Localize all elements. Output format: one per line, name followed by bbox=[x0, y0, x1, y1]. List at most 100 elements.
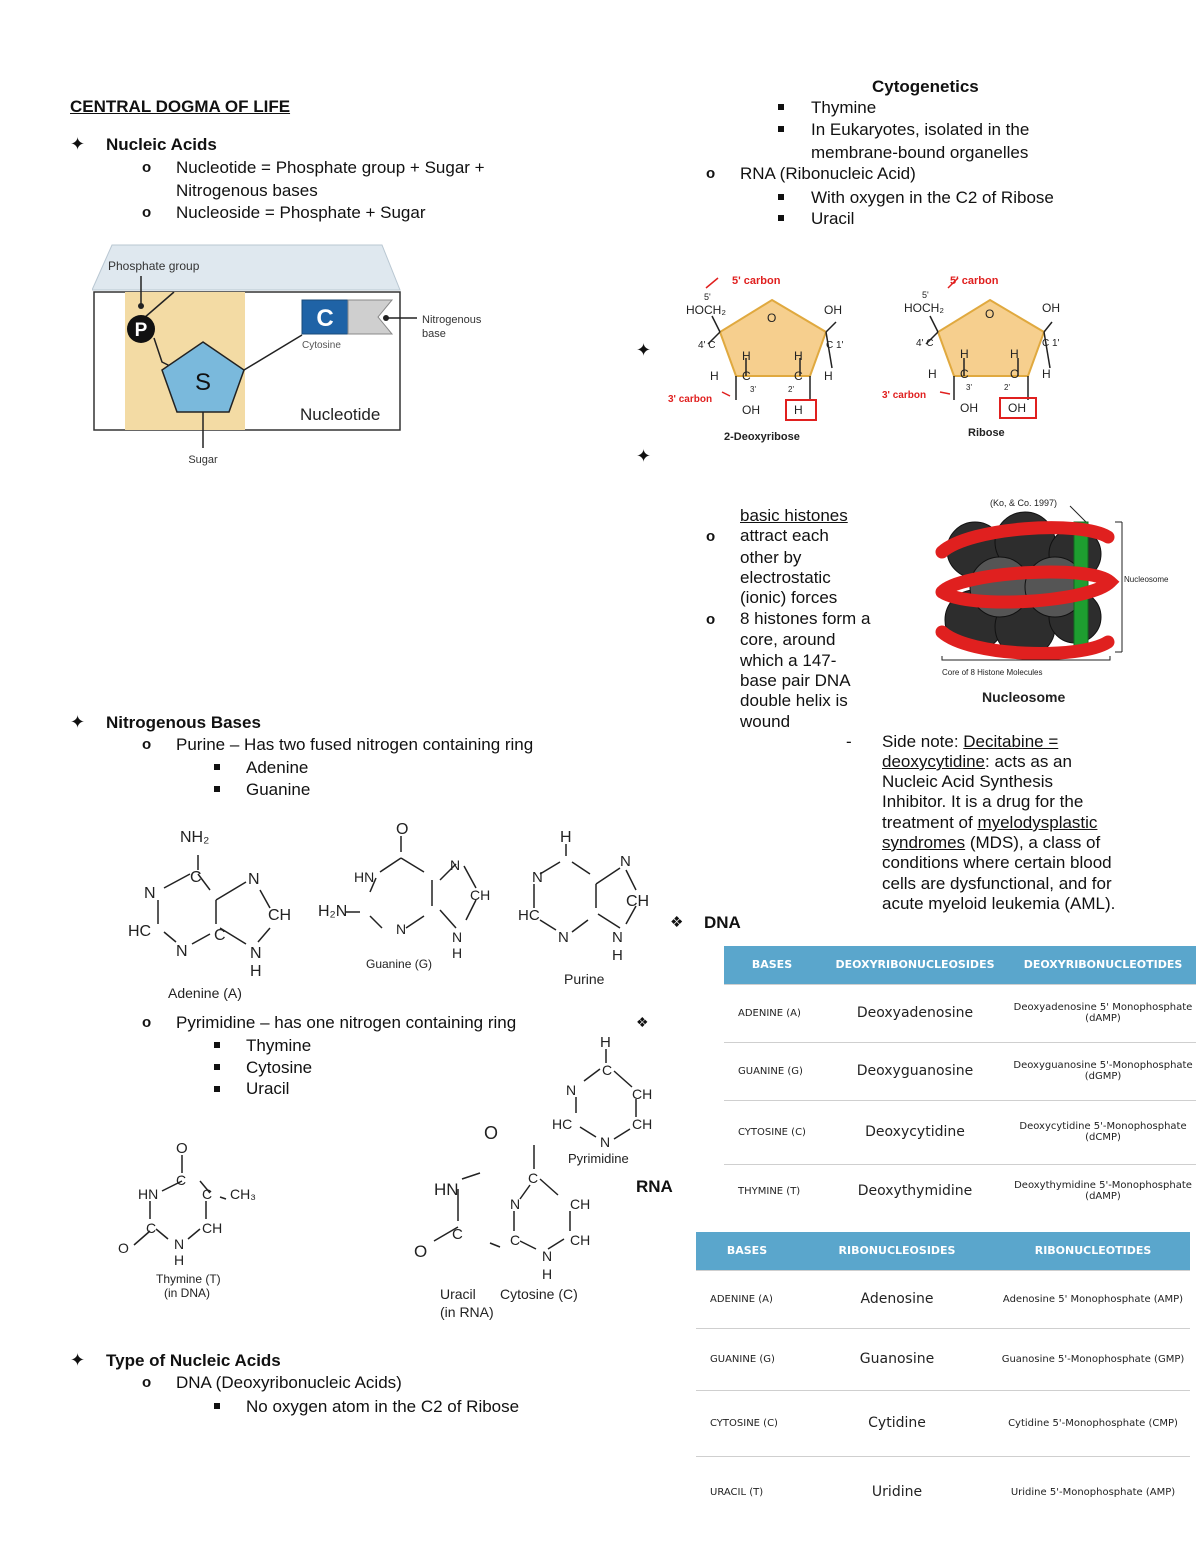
side-note-line-3: Nucleic Acid Synthesis bbox=[882, 772, 1054, 791]
atom-label: 4' C bbox=[916, 338, 933, 349]
atom-label: 2' bbox=[788, 385, 794, 394]
table-cell: URACIL (T) bbox=[696, 1455, 798, 1528]
side-note-line-6: syndromes (MDS), a class of bbox=[882, 833, 1101, 852]
atom-label: H bbox=[794, 349, 803, 363]
atom-label: N bbox=[396, 921, 406, 937]
square-bullet-icon bbox=[778, 215, 784, 221]
atom-label: OH bbox=[1042, 301, 1060, 315]
atom-label: N bbox=[566, 1082, 576, 1098]
basic-histones-label: basic histones bbox=[740, 506, 848, 525]
atom-label: N bbox=[620, 853, 631, 870]
atom-label: N bbox=[144, 885, 156, 902]
p-label: P bbox=[135, 320, 148, 341]
no-oxygen-item: No oxygen atom in the C2 of Ribose bbox=[246, 1397, 520, 1416]
atom-label: HN bbox=[434, 1180, 459, 1199]
circle-bullet-icon: o bbox=[706, 528, 716, 545]
deoxyribose-h-box bbox=[785, 399, 817, 421]
table-cell: Deoxyadenosine 5' Monophosphate (dAMP) bbox=[1010, 983, 1196, 1042]
s-label: S bbox=[195, 369, 211, 396]
ribose-label: Ribose bbox=[968, 427, 1005, 439]
nitrogenous-base-label: Nitrogenous bbox=[422, 314, 482, 326]
atom-label: N bbox=[174, 1236, 184, 1252]
thymine-item: Thymine bbox=[246, 1036, 312, 1055]
atom-label: C bbox=[202, 1186, 212, 1202]
histones-core-line: double helix is bbox=[740, 691, 848, 710]
atom-label: H bbox=[928, 367, 937, 381]
atom-label: C bbox=[742, 369, 751, 383]
diamond-bullet-icon: ✦ bbox=[70, 712, 86, 732]
uracil-structure-label: Uracil bbox=[440, 1286, 476, 1302]
atom-label: H bbox=[612, 947, 623, 964]
atom-label: N bbox=[542, 1248, 552, 1264]
phosphate-circle bbox=[127, 315, 155, 343]
table-cell: CYTOSINE (C) bbox=[724, 1099, 820, 1164]
cytosine-structure-label: Cytosine (C) bbox=[500, 1286, 578, 1302]
pyrimidine-definition: Pyrimidine – has one nitrogen containing… bbox=[176, 1013, 517, 1032]
table-cell: Cytidine 5'-Monophosphate (CMP) bbox=[996, 1389, 1190, 1456]
deoxyribose-ring bbox=[718, 298, 828, 377]
atom-label: N bbox=[612, 929, 623, 946]
atom-label: 3' bbox=[966, 383, 972, 392]
table-row: URACIL (T) Uridine Uridine 5'-Monophosph… bbox=[696, 1455, 1190, 1528]
histones-core-line: 8 histones form a bbox=[740, 609, 871, 628]
atom-label: 2' bbox=[1004, 383, 1010, 392]
atom-label: CH bbox=[470, 887, 490, 903]
histones-attract-line: other by bbox=[740, 548, 802, 567]
pyrimidine-structures: O HN C C CH₃ C CH O N H Thymine (T) (in … bbox=[118, 1035, 652, 1320]
atom-label: H bbox=[710, 369, 719, 383]
uracil-rna-item: Uracil bbox=[811, 209, 855, 228]
adenine-structure-label: Adenine (A) bbox=[168, 985, 242, 1001]
nucleic-acids-heading: Nucleic Acids bbox=[106, 135, 217, 154]
table-cell: Uridine 5'-Monophosphate (AMP) bbox=[996, 1455, 1190, 1528]
purine-definition: Purine – Has two fused nitrogen containi… bbox=[176, 735, 534, 754]
side-note-dash: - bbox=[846, 732, 852, 751]
atom-label: 4' C bbox=[698, 340, 715, 351]
four-diamond-bullet-icon: ❖ bbox=[670, 914, 684, 931]
circle-bullet-icon: o bbox=[142, 1374, 152, 1391]
atom-label: CH bbox=[632, 1086, 652, 1102]
atom-label: C bbox=[528, 1170, 538, 1186]
atom-label: N bbox=[600, 1134, 610, 1150]
atom-label: O bbox=[484, 1123, 498, 1143]
atom-label: CH₃ bbox=[230, 1186, 256, 1202]
square-bullet-icon bbox=[778, 194, 784, 200]
atom-label: N bbox=[248, 871, 260, 888]
square-bullet-icon bbox=[214, 786, 220, 792]
rna-type-item: RNA (Ribonucleic Acid) bbox=[740, 164, 916, 183]
table-cell: Deoxycytidine bbox=[820, 1099, 1010, 1164]
type-of-nucleic-acids-heading: Type of Nucleic Acids bbox=[106, 1351, 281, 1370]
atom-label: N bbox=[450, 857, 460, 873]
table-header: DEOXYRIBONUCLEOTIDES bbox=[1023, 958, 1183, 972]
atom-label: CH bbox=[632, 1116, 652, 1132]
table-cell: Guanosine 5'-Monophosphate (GMP) bbox=[996, 1327, 1190, 1390]
atom-label: H bbox=[452, 945, 462, 961]
side-note-line-9: acute myeloid leukemia (AML). bbox=[882, 894, 1116, 913]
table-cell: ADENINE (A) bbox=[696, 1269, 798, 1328]
nucleosome-diagram: (Ko, & Co. 1997) Nucleosome Core of 8 Hi… bbox=[935, 498, 1169, 705]
atom-label: C bbox=[510, 1232, 520, 1248]
table-cell: Deoxythymidine bbox=[820, 1163, 1010, 1218]
side-note-line-8: cells are dysfunctional, and for bbox=[882, 874, 1112, 893]
atom-label: CH bbox=[570, 1232, 590, 1248]
histones-attract-line: electrostatic bbox=[740, 568, 831, 587]
table-cell: GUANINE (G) bbox=[696, 1327, 798, 1390]
atom-label: OH bbox=[1008, 401, 1026, 415]
pyrimidine-structure-label: Pyrimidine bbox=[568, 1151, 629, 1166]
square-bullet-icon bbox=[214, 1086, 220, 1092]
table-cell: CYTOSINE (C) bbox=[696, 1389, 798, 1456]
table-header: BASES bbox=[726, 1244, 768, 1258]
diamond-bullet-icon: ✦ bbox=[636, 340, 652, 360]
atom-label: C bbox=[602, 1062, 612, 1078]
atom-label: N bbox=[176, 943, 188, 960]
cytosine-item: Cytosine bbox=[246, 1058, 313, 1077]
atom-label: H bbox=[960, 347, 969, 361]
table-header: DEOXYRIBONUCLEOSIDES bbox=[835, 958, 995, 972]
c5-label: 5' carbon bbox=[732, 275, 781, 287]
atom-label: HC bbox=[552, 1116, 572, 1132]
atom-label: HN bbox=[138, 1186, 158, 1202]
atom-label: H bbox=[794, 403, 803, 417]
atom-label: H bbox=[560, 829, 572, 846]
table-header: BASES bbox=[751, 958, 793, 972]
atom-label: N bbox=[532, 869, 543, 886]
table-cell: Deoxyguanosine bbox=[820, 1041, 1010, 1100]
